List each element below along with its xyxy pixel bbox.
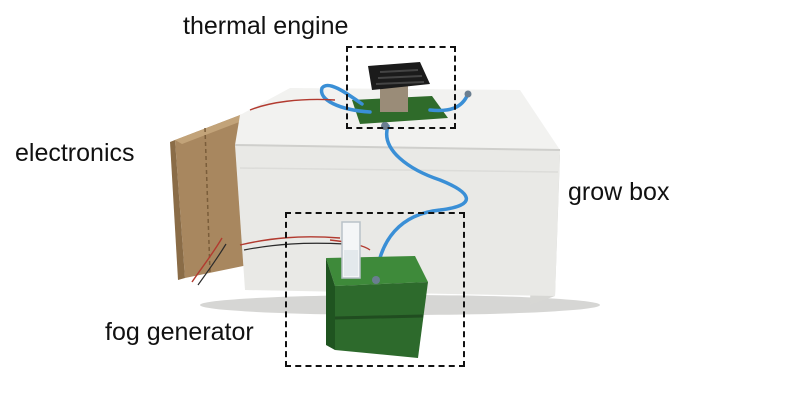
electronics-enclosure (170, 112, 255, 280)
thermal-engine-label: thermal engine (183, 12, 349, 40)
fog-generator-label: fog generator (105, 318, 254, 346)
thermal-engine (352, 62, 448, 124)
fog-generator (326, 221, 428, 358)
grow-box-label: grow box (568, 178, 670, 206)
cuvette-icon (341, 221, 361, 279)
grow-box-front (235, 145, 560, 296)
fog-generator-callout (285, 212, 465, 367)
thermal-engine-callout (346, 46, 456, 129)
fan-icon (368, 62, 430, 90)
electronics-label: electronics (15, 139, 135, 167)
